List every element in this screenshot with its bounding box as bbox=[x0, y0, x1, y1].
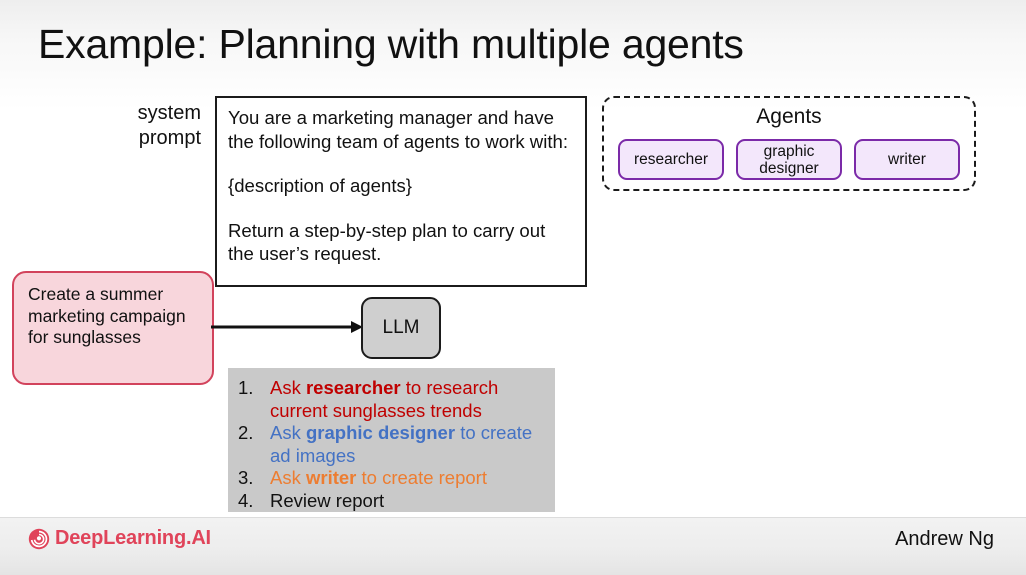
plan-item-3: 3. Ask writer to create report bbox=[238, 467, 545, 490]
agent-chip-researcher[interactable]: researcher bbox=[618, 139, 724, 180]
agents-panel: Agents researcher graphic designer write… bbox=[602, 96, 976, 191]
plan-item-text: Ask writer to create report bbox=[270, 467, 545, 490]
plan-item-text: Ask graphic designer to create ad images bbox=[270, 422, 545, 467]
plan-item-1: 1. Ask researcher to research current su… bbox=[238, 377, 545, 422]
system-prompt-label: system prompt bbox=[60, 101, 201, 151]
agents-chip-row: researcher graphic designer writer bbox=[618, 139, 960, 180]
deeplearning-logo-icon bbox=[28, 528, 50, 549]
user-request-text: Create a summer marketing campaign for s… bbox=[28, 284, 186, 347]
user-request-box: Create a summer marketing campaign for s… bbox=[12, 271, 214, 385]
system-prompt-label-line2: prompt bbox=[138, 127, 201, 149]
brand-text: DeepLearning.AI bbox=[55, 527, 211, 549]
system-prompt-box: You are a marketing manager and have the… bbox=[215, 96, 587, 287]
agents-panel-title: Agents bbox=[756, 105, 822, 128]
plan-item-agent: graphic designer bbox=[305, 422, 456, 443]
footer-bar bbox=[0, 517, 1026, 575]
system-prompt-paragraph-1: You are a marketing manager and have the… bbox=[228, 107, 569, 152]
system-prompt-paragraph-3: Return a step-by-step plan to carry out … bbox=[228, 219, 546, 265]
page-title: Example: Planning with multiple agents bbox=[38, 21, 744, 67]
system-prompt-paragraph-2: {description of agents} bbox=[228, 175, 413, 196]
plan-item-number: 3. bbox=[238, 467, 254, 488]
plan-item-agent: writer bbox=[305, 467, 357, 488]
author-name: Andrew Ng bbox=[895, 528, 994, 550]
plan-output-box: 1. Ask researcher to research current su… bbox=[228, 368, 555, 512]
plan-item-text: Review report bbox=[270, 490, 545, 513]
agent-chip-writer[interactable]: writer bbox=[854, 139, 960, 180]
plan-item-suffix: to research current sunglasses trends bbox=[270, 377, 499, 421]
llm-box: LLM bbox=[361, 297, 441, 359]
plan-item-number: 4. bbox=[238, 489, 254, 511]
plan-item-suffix: to create report bbox=[356, 467, 487, 488]
plan-item-agent: researcher bbox=[305, 377, 401, 398]
plan-item-prefix: Ask bbox=[270, 467, 306, 488]
plan-item-prefix: Ask bbox=[270, 377, 306, 398]
flow-arrow-icon bbox=[211, 321, 363, 333]
plan-item-2: 2. Ask graphic designer to create ad ima… bbox=[238, 422, 545, 467]
plan-item-4: 4. Review report bbox=[238, 490, 545, 513]
agent-chip-graphic-designer[interactable]: graphic designer bbox=[736, 139, 842, 180]
plan-item-number: 1. bbox=[238, 377, 254, 398]
plan-item-prefix: Ask bbox=[270, 422, 306, 443]
plan-item-suffix: to create ad images bbox=[270, 422, 533, 466]
plan-item-prefix: Review report bbox=[270, 489, 385, 511]
plan-item-number: 2. bbox=[238, 422, 254, 443]
system-prompt-label-line1: system bbox=[137, 102, 201, 124]
plan-item-text: Ask researcher to research current sungl… bbox=[270, 377, 545, 422]
brand: DeepLearning.AI bbox=[28, 527, 211, 550]
